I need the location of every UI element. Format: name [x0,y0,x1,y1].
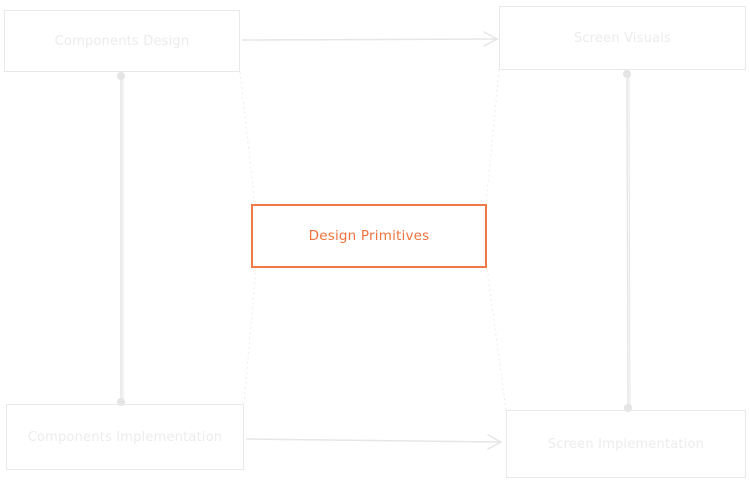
guide-bottom-left [243,267,257,405]
top-arrow-line [242,38,497,41]
node-screen-implementation-label: Screen Implementation [547,436,705,452]
guide-bottom-right [486,267,507,411]
top-arrow-head [483,31,499,47]
bottom-arrow-head [487,434,503,450]
node-screen-visuals-label: Screen Visuals [573,30,672,46]
right-vertical-line-sketch [628,75,631,406]
node-components-implementation[interactable]: Components Implementation [6,404,244,470]
guide-top-left [239,71,256,205]
node-design-primitives[interactable]: Design Primitives [251,204,487,268]
node-components-design-label: Components Design [54,33,190,49]
right-vertical-line [626,73,629,408]
node-components-implementation-label: Components Implementation [27,429,223,445]
horizontal-arrows [242,31,503,450]
bottom-arrow-line [246,438,501,443]
vertical-connectors [120,73,631,408]
dot-right-top [623,70,631,78]
node-components-design[interactable]: Components Design [4,10,240,72]
node-screen-implementation[interactable]: Screen Implementation [506,410,746,478]
dotted-guides [239,69,507,411]
guide-top-right [485,69,500,205]
dot-left-top [117,72,125,80]
node-screen-visuals[interactable]: Screen Visuals [499,6,746,70]
node-design-primitives-label: Design Primitives [308,228,430,244]
